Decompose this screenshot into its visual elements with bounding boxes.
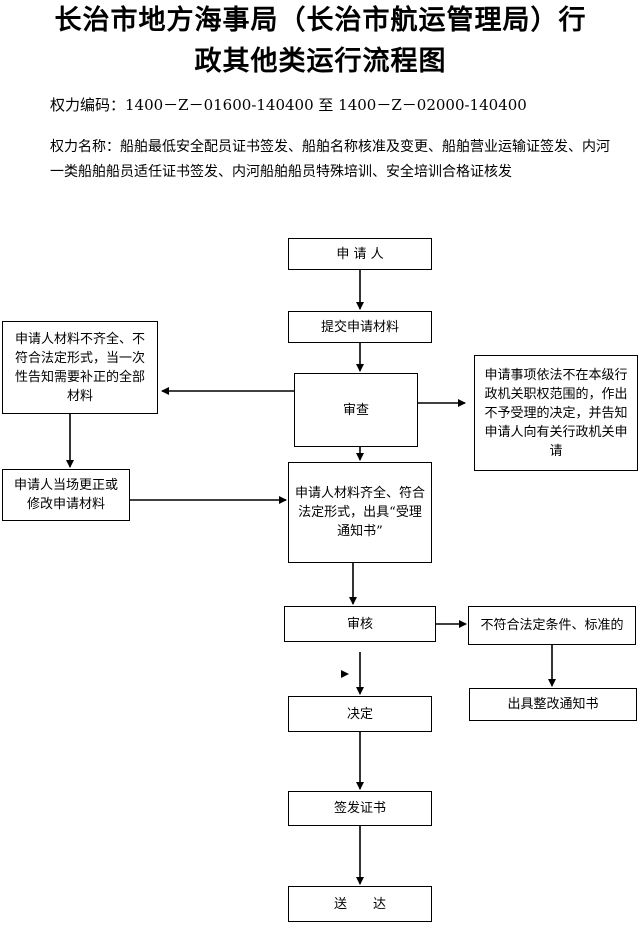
node-deliver: 送 达	[288, 886, 432, 922]
node-accepted: 申请人材料齐全、符合法定形式，出具“受理通知书”	[288, 462, 432, 563]
page-title-line2: 政其他类运行流程图	[194, 46, 447, 77]
node-not-compliant: 不符合法定条件、标准的	[468, 606, 636, 645]
node-audit: 审核	[284, 606, 436, 642]
node-applicant: 申 请 人	[288, 238, 432, 270]
power-code: 权力编码：1400－Z－01600-140400 至 1400－Z－02000-…	[50, 96, 527, 114]
node-issue-certificate: 签发证书	[288, 791, 432, 826]
stray-arrowhead-mark	[341, 670, 349, 678]
node-review: 审查	[294, 373, 418, 447]
page-title-line1: 长治市地方海事局（长治市航运管理局）行	[54, 5, 587, 36]
node-not-in-scope: 申请事项依法不在本级行政机关职权范围的，作出不予受理的决定，并告知申请人向有关行…	[474, 355, 638, 471]
node-decision: 决定	[288, 696, 432, 732]
node-submit-materials: 提交申请材料	[288, 311, 432, 343]
node-rectify-notice: 出具整改通知书	[469, 688, 637, 721]
node-incomplete-materials: 申请人材料不齐全、不符合法定形式，当一次性告知需要补正的全部材料	[2, 321, 158, 414]
power-name: 权力名称：船舶最低安全配员证书签发、船舶名称核准及变更、船舶营业运输证签发、内河…	[50, 139, 610, 180]
node-correct-materials: 申请人当场更正或修改申请材料	[2, 469, 130, 521]
